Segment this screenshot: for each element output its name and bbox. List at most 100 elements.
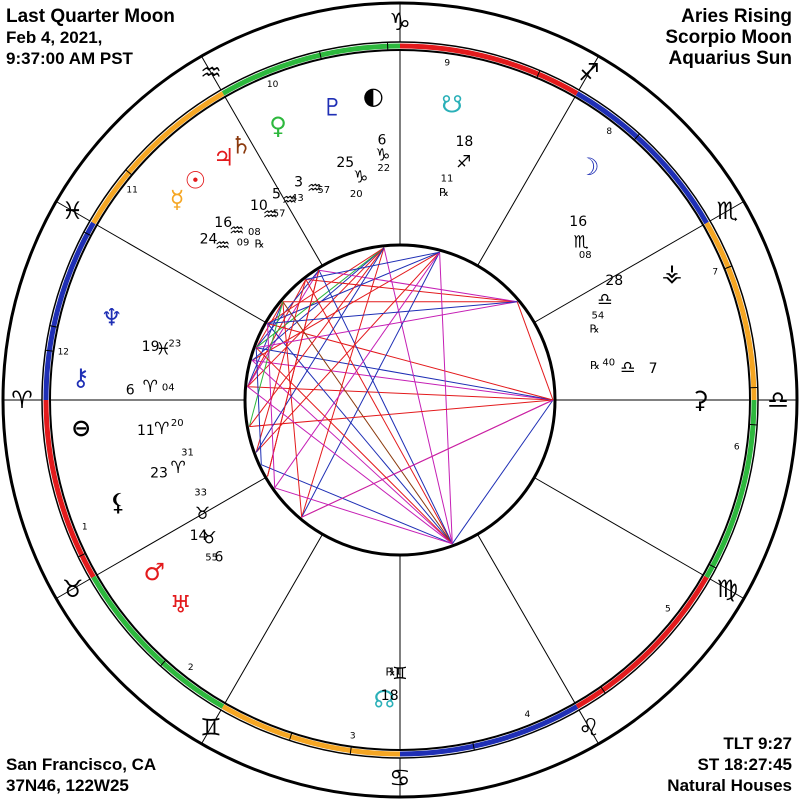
part-of-fortune-sign-glyph: ♈	[154, 419, 169, 439]
aspect-line	[256, 347, 554, 401]
north-node-minutes: 11	[389, 667, 402, 678]
degree-tick	[45, 349, 54, 352]
house-number: 5	[665, 604, 671, 614]
aspect-line	[251, 360, 453, 545]
south-node-degree: 18	[455, 134, 473, 150]
sign-boundary-tick	[709, 578, 745, 599]
mercury-degree: 24	[200, 231, 218, 247]
degree-tick	[77, 552, 86, 558]
moon-phase-label: Last Quarter Moon	[6, 6, 175, 27]
lilith-degree: 23	[150, 466, 168, 482]
degree-tick	[83, 231, 92, 237]
aspect-line	[516, 301, 554, 401]
degree-tick	[633, 133, 640, 141]
uranus-sign-glyph: ♉	[201, 529, 216, 549]
house-number: 11	[126, 186, 137, 196]
part-of-fortune-minutes: 20	[171, 418, 184, 429]
sign-boundary-tick	[709, 201, 745, 222]
neptune-minutes: 23	[169, 338, 182, 349]
aspect-line	[274, 487, 453, 545]
aspect-line	[267, 301, 518, 324]
house-number: 2	[188, 663, 194, 673]
location-name: San Francisco, CA	[6, 755, 157, 774]
aspect-line	[251, 247, 385, 361]
zodiac-glyph-taurus: ♉	[62, 575, 84, 603]
sun-icon: ☉	[185, 167, 207, 195]
house-cusp-line	[224, 96, 323, 267]
venus-icon: ♀	[269, 112, 287, 140]
jupiter-sign-glyph: ♒	[263, 205, 278, 225]
sun-sign-glyph: ♒	[229, 221, 244, 241]
mercury-icon: ☿	[170, 185, 185, 213]
zodiac-glyph-aries: ♈	[11, 386, 33, 414]
north-node-sign-glyph: ♊	[392, 664, 407, 684]
aspect-line	[274, 251, 441, 489]
aspect-line	[305, 278, 518, 303]
venus-minutes: 57	[317, 185, 330, 196]
aspect-line	[255, 279, 307, 453]
uranus-minutes: 55	[205, 553, 218, 564]
house-number: 7	[712, 268, 718, 278]
pluto-degree: 25	[336, 155, 354, 171]
sun-minutes: 08	[248, 227, 261, 238]
north-node-degree: 18	[381, 688, 399, 704]
degree-tick	[125, 169, 133, 176]
zodiac-glyph-aquarius: ♒	[200, 59, 222, 87]
uranus-degree: 6	[214, 550, 223, 566]
house-number: 10	[267, 80, 279, 90]
aspect-line	[247, 247, 385, 388]
venus-sign-glyph: ♒	[307, 179, 322, 199]
aspect-line	[261, 464, 453, 545]
zodiac-glyph-leo: ♌	[578, 713, 600, 741]
element-band-pisces	[43, 221, 96, 401]
last-quarter-icon: ◐	[363, 82, 384, 110]
house-number: 8	[606, 127, 612, 137]
south-node-retrograde-icon: ℞	[439, 186, 449, 199]
sign-boundary-tick	[201, 709, 222, 745]
house-number: 3	[350, 732, 356, 742]
uranus-icon: ♅	[170, 591, 192, 619]
zodiac-glyph-virgo: ♍	[717, 575, 739, 603]
mars-minutes: 33	[194, 488, 207, 499]
mars-sign-glyph: ♉	[195, 504, 210, 524]
house-number: 9	[444, 58, 450, 68]
mercury-retrograde-icon: ℞	[255, 237, 265, 250]
part-of-fortune-degree: 11	[137, 423, 155, 439]
element-band-capricorn	[221, 43, 401, 96]
aspect-line	[255, 347, 453, 545]
aspect-line	[267, 323, 453, 545]
moon-sign-label: Scorpio Moon	[665, 27, 792, 48]
aspect-line	[305, 251, 440, 280]
house-cusp-line	[96, 477, 267, 576]
sun-sign-label: Aquarius Sun	[668, 48, 792, 69]
north-node-retrograde-icon: ℞	[386, 665, 396, 678]
degree-tick	[288, 732, 293, 741]
neptune-icon: ♆	[101, 303, 123, 331]
vesta-icon: ⚶	[662, 259, 682, 287]
aspect-line	[267, 323, 276, 488]
degree-tick	[708, 563, 717, 569]
sidereal-time: ST 18:27:45	[697, 755, 793, 774]
degree-tick	[749, 423, 758, 426]
aspect-line	[301, 251, 441, 518]
chiron-degree: 6	[126, 383, 135, 399]
house-cusp-line	[533, 477, 704, 576]
last-quarter-degree: 6	[377, 133, 386, 149]
chart-info-top-right: Aries Rising Scorpio Moon Aquarius Sun	[665, 6, 792, 69]
zodiac-glyph-libra: ♎	[767, 386, 789, 414]
aspect-line	[439, 252, 453, 544]
chart-info-bottom-right: TLT 9:27 ST 18:27:45 Natural Houses	[667, 733, 792, 796]
saturn-sign-glyph: ♒	[282, 191, 297, 211]
sign-boundary-tick	[55, 578, 91, 599]
lilith-minutes: 31	[181, 448, 194, 459]
ceres-sign-glyph: ♎	[620, 358, 635, 378]
zodiac-glyph-capricorn: ♑	[389, 8, 411, 36]
zodiac-glyph-gemini: ♊	[200, 713, 222, 741]
chart-date: Feb 4, 2021,	[6, 28, 103, 47]
chart-time: 9:37:00 AM PST	[6, 49, 133, 68]
sign-boundary-tick	[201, 55, 222, 91]
aspect-line	[255, 301, 284, 348]
house-number: 12	[58, 348, 69, 358]
aspect-line	[301, 399, 554, 518]
